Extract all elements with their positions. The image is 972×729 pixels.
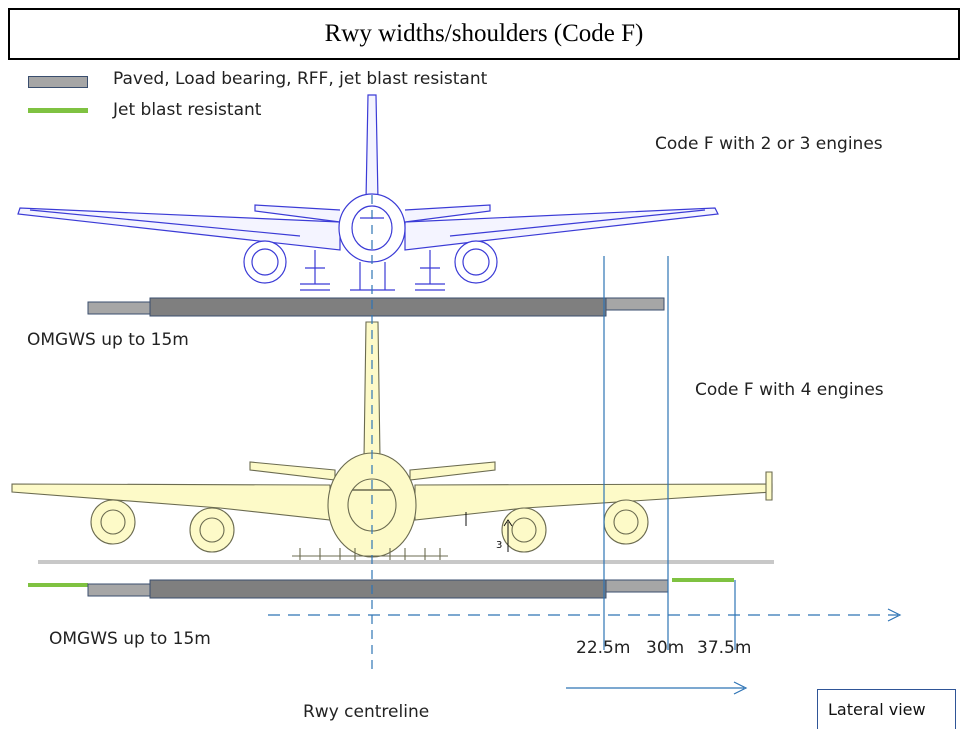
quad-engine-aircraft bbox=[11, 321, 773, 560]
label-lateral-view: Lateral view bbox=[817, 689, 956, 729]
bottom-jet-blast-right bbox=[672, 578, 734, 582]
label-distance-22-5m: 22.5m bbox=[576, 638, 631, 658]
label-runway-centreline: Rwy centreline bbox=[303, 702, 430, 722]
top-runway-paved bbox=[149, 297, 607, 317]
engine-height-label: 3 bbox=[496, 540, 502, 551]
twin-engine-aircraft bbox=[17, 94, 719, 291]
label-distance-37-5m: 37.5m bbox=[697, 638, 752, 658]
top-shoulder-left bbox=[87, 301, 151, 315]
label-distance-30m: 30m bbox=[646, 638, 685, 658]
diagram-title: Rwy widths/shoulders (Code F) bbox=[8, 8, 960, 60]
bottom-runway-paved bbox=[149, 579, 607, 599]
ground-line bbox=[38, 560, 774, 564]
engine-height-marker bbox=[465, 512, 513, 552]
bottom-shoulder-right bbox=[605, 579, 669, 593]
top-shoulder-right bbox=[605, 297, 665, 311]
label-code-f-2-3-engines: Code F with 2 or 3 engines bbox=[655, 134, 883, 154]
legend-label-paved: Paved, Load bearing, RFF, jet blast resi… bbox=[113, 69, 488, 89]
legend-swatch-paved bbox=[28, 76, 88, 88]
bottom-jet-blast-left bbox=[28, 583, 88, 587]
bottom-shoulder-left bbox=[87, 583, 151, 597]
guide-lines bbox=[268, 195, 902, 695]
label-omgws-bottom: OMGWS up to 15m bbox=[49, 629, 211, 649]
label-code-f-4-engines: Code F with 4 engines bbox=[695, 380, 884, 400]
label-omgws-top: OMGWS up to 15m bbox=[27, 330, 189, 350]
legend-swatch-jet-blast bbox=[28, 108, 88, 113]
legend-label-jet-blast: Jet blast resistant bbox=[113, 100, 262, 120]
